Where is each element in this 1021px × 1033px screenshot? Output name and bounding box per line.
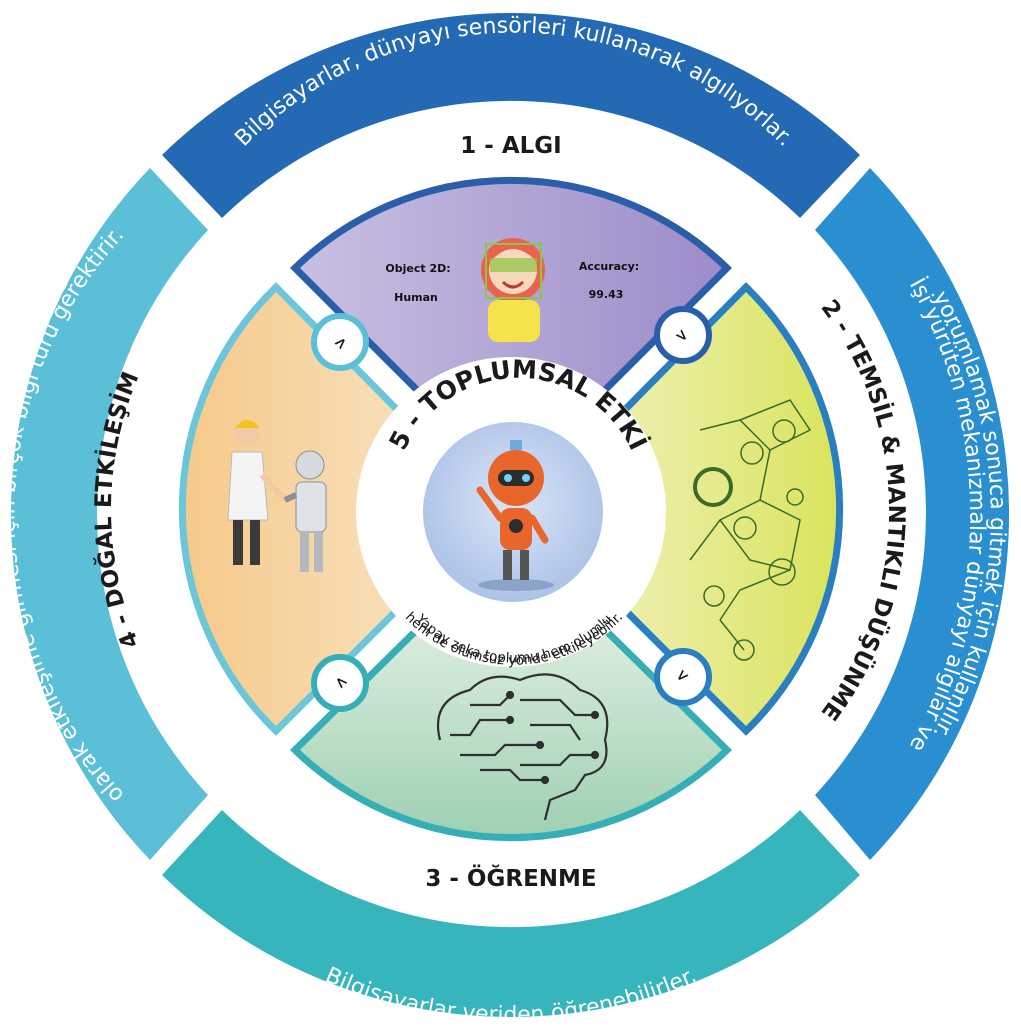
network-nodes-icon bbox=[689, 399, 812, 661]
arrow-top-right[interactable]: > bbox=[654, 306, 712, 364]
face-detection-icon bbox=[481, 238, 545, 342]
accuracy-label: Accuracy: bbox=[579, 260, 639, 273]
outer-segment-left bbox=[10, 168, 208, 860]
arrow-bottom-right[interactable]: > bbox=[654, 648, 712, 706]
object-2d-label: Object 2D: bbox=[385, 262, 450, 275]
accuracy-value: 99.43 bbox=[589, 288, 624, 301]
section-3-title: 3 - ÖĞRENME bbox=[425, 864, 596, 892]
outer-segment-top bbox=[162, 13, 860, 218]
outer-ring bbox=[10, 13, 1010, 1017]
waving-robot-icon bbox=[476, 440, 554, 591]
arrow-top-left[interactable]: > bbox=[311, 313, 369, 371]
human-robot-handshake-icon bbox=[227, 420, 327, 572]
section-1-title: 1 - ALGI bbox=[460, 133, 561, 159]
circuit-brain-icon bbox=[436, 673, 609, 821]
outer-segment-right bbox=[815, 168, 1010, 860]
arrow-bottom-left[interactable]: > bbox=[311, 654, 369, 712]
outer-segment-bottom bbox=[162, 810, 860, 1017]
object-2d-value: Human bbox=[394, 291, 438, 304]
